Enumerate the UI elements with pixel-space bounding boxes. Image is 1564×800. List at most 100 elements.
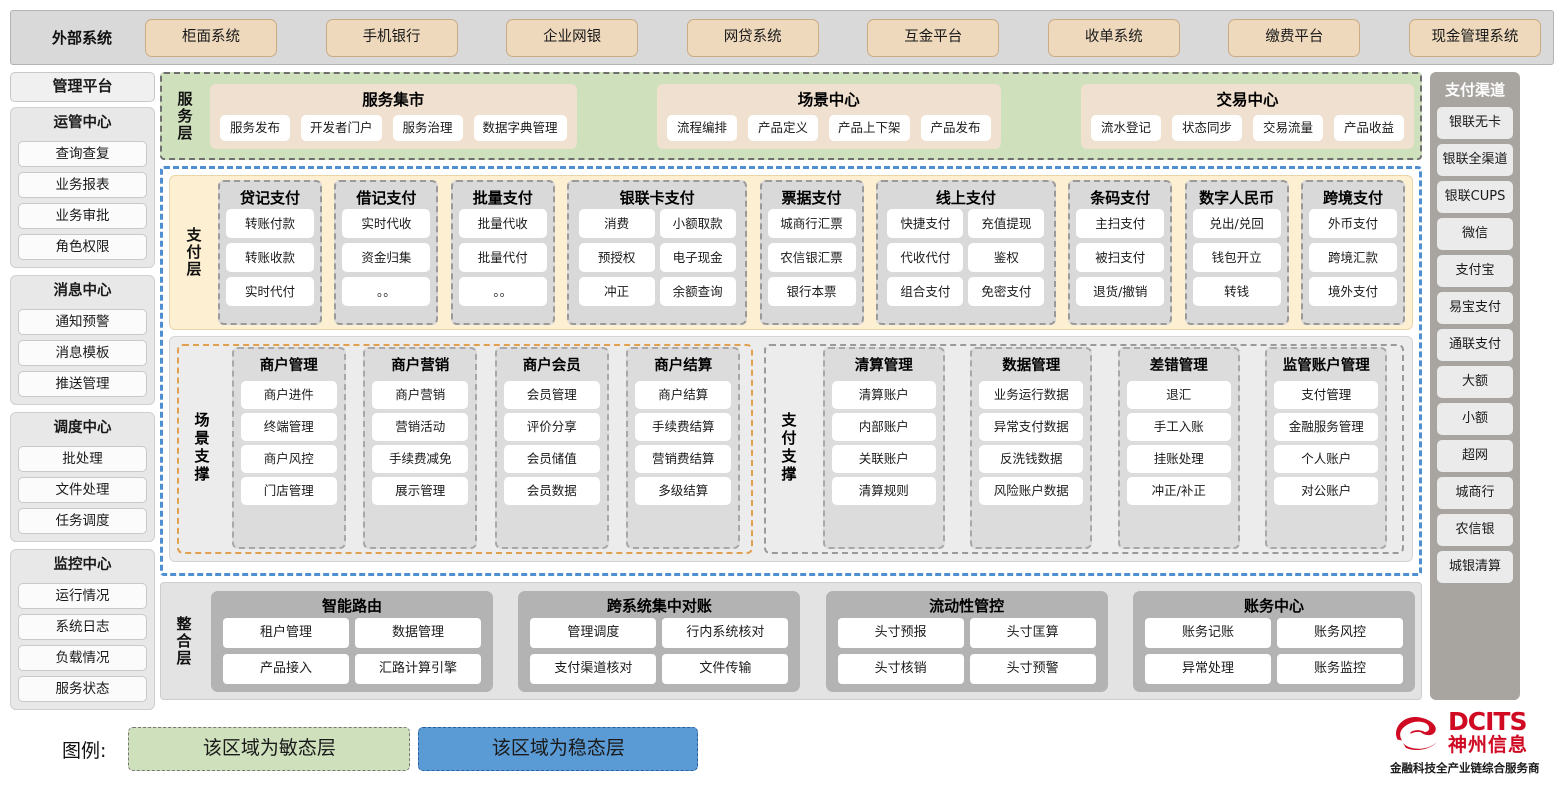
external-system-chip[interactable]: 企业网银: [506, 18, 639, 57]
payment-item[interactable]: 境外支付: [1309, 277, 1397, 306]
payment-channel-item[interactable]: 银联无卡: [1437, 107, 1513, 139]
payment-item[interactable]: 钱包开立: [1192, 243, 1281, 272]
service-item[interactable]: 状态同步: [1171, 114, 1242, 141]
payment-item[interactable]: 批量代收: [458, 209, 547, 238]
payment-item[interactable]: 跨境汇款: [1309, 243, 1397, 272]
external-system-chip[interactable]: 网贷系统: [686, 18, 819, 57]
integration-item[interactable]: 文件传输: [662, 653, 789, 684]
payment-channel-item[interactable]: 农信银: [1437, 514, 1513, 546]
payment-item[interactable]: 鉴权: [968, 243, 1045, 272]
payment-item[interactable]: 组合支付: [887, 277, 964, 306]
integration-item[interactable]: 汇路计算引擎: [355, 653, 481, 684]
integration-item[interactable]: 头寸预警: [969, 653, 1096, 684]
admin-menu-item[interactable]: 角色权限: [18, 234, 147, 260]
support-item[interactable]: 挂账处理: [1126, 445, 1231, 473]
support-item[interactable]: 异常支付数据: [979, 413, 1084, 441]
service-item[interactable]: 流程编排: [667, 114, 737, 141]
payment-item[interactable]: 电子现金: [659, 243, 736, 272]
payment-item[interactable]: 外币支付: [1309, 209, 1397, 238]
support-item[interactable]: 门店管理: [240, 477, 337, 505]
payment-item[interactable]: 批量代付: [458, 243, 547, 272]
support-item[interactable]: 商户进件: [240, 381, 337, 409]
payment-channel-item[interactable]: 支付宝: [1437, 255, 1513, 287]
payment-item[interactable]: 转账付款: [226, 209, 314, 238]
payment-item[interactable]: 被扫支付: [1076, 243, 1165, 272]
admin-menu-item[interactable]: 文件处理: [18, 477, 147, 503]
admin-menu-item[interactable]: 消息模板: [18, 340, 147, 366]
payment-item[interactable]: 免密支付: [968, 277, 1045, 306]
integration-item[interactable]: 产品接入: [223, 653, 349, 684]
external-system-chip[interactable]: 手机银行: [325, 18, 458, 57]
payment-item[interactable]: 退货/撤销: [1076, 277, 1165, 306]
integration-item[interactable]: 行内系统核对: [662, 617, 789, 648]
integration-item[interactable]: 异常处理: [1144, 653, 1271, 684]
support-item[interactable]: 风险账户数据: [979, 477, 1084, 505]
support-item[interactable]: 营销活动: [372, 413, 469, 441]
payment-item[interactable]: 。。: [342, 277, 431, 306]
support-item[interactable]: 会员数据: [503, 477, 600, 505]
admin-menu-item[interactable]: 业务审批: [18, 203, 147, 229]
support-item[interactable]: 反洗钱数据: [979, 445, 1084, 473]
payment-item[interactable]: 转账收款: [226, 243, 314, 272]
payment-channel-item[interactable]: 城银清算: [1437, 551, 1513, 583]
payment-channel-item[interactable]: 银联CUPS: [1437, 181, 1513, 213]
support-item[interactable]: 内部账户: [831, 413, 936, 441]
support-item[interactable]: 个人账户: [1274, 445, 1379, 473]
payment-item[interactable]: 代收代付: [887, 243, 964, 272]
service-item[interactable]: 服务治理: [392, 114, 463, 141]
support-item[interactable]: 会员管理: [503, 381, 600, 409]
payment-channel-item[interactable]: 城商行: [1437, 477, 1513, 509]
support-item[interactable]: 评价分享: [503, 413, 600, 441]
integration-item[interactable]: 账务监控: [1276, 653, 1403, 684]
service-item[interactable]: 产品发布: [920, 114, 991, 141]
payment-item[interactable]: 城商行汇票: [767, 209, 856, 238]
integration-item[interactable]: 头寸匡算: [969, 617, 1096, 648]
external-system-chip[interactable]: 互金平台: [867, 18, 1000, 57]
payment-channel-item[interactable]: 小额: [1437, 403, 1513, 435]
support-item[interactable]: 展示管理: [372, 477, 469, 505]
admin-menu-item[interactable]: 推送管理: [18, 371, 147, 397]
support-item[interactable]: 商户结算: [635, 381, 732, 409]
payment-channel-item[interactable]: 微信: [1437, 218, 1513, 250]
integration-item[interactable]: 头寸核销: [837, 653, 964, 684]
support-item[interactable]: 业务运行数据: [979, 381, 1084, 409]
integration-item[interactable]: 管理调度: [530, 617, 657, 648]
payment-channel-item[interactable]: 通联支付: [1437, 329, 1513, 361]
support-item[interactable]: 手续费结算: [635, 413, 732, 441]
external-system-chip[interactable]: 现金管理系统: [1408, 18, 1541, 57]
payment-item[interactable]: 。。: [458, 277, 547, 306]
admin-menu-item[interactable]: 服务状态: [18, 676, 147, 702]
payment-channel-item[interactable]: 大额: [1437, 366, 1513, 398]
support-item[interactable]: 清算账户: [831, 381, 936, 409]
service-item[interactable]: 交易流量: [1252, 114, 1323, 141]
service-item[interactable]: 数据字典管理: [473, 114, 567, 141]
admin-menu-item[interactable]: 负载情况: [18, 645, 147, 671]
payment-item[interactable]: 小额取款: [659, 209, 736, 238]
payment-item[interactable]: 充值提现: [968, 209, 1045, 238]
admin-menu-item[interactable]: 运行情况: [18, 583, 147, 609]
support-item[interactable]: 终端管理: [240, 413, 337, 441]
payment-channel-item[interactable]: 银联全渠道: [1437, 144, 1513, 176]
support-item[interactable]: 商户风控: [240, 445, 337, 473]
payment-channel-item[interactable]: 易宝支付: [1437, 292, 1513, 324]
integration-item[interactable]: 租户管理: [223, 617, 349, 648]
external-system-chip[interactable]: 收单系统: [1047, 18, 1180, 57]
payment-item[interactable]: 余额查询: [659, 277, 736, 306]
external-system-chip[interactable]: 柜面系统: [145, 18, 277, 57]
payment-item[interactable]: 冲正: [578, 277, 655, 306]
payment-item[interactable]: 消费: [578, 209, 655, 238]
integration-item[interactable]: 账务记账: [1144, 617, 1271, 648]
admin-menu-item[interactable]: 批处理: [18, 446, 147, 472]
service-item[interactable]: 流水登记: [1090, 114, 1161, 141]
service-item[interactable]: 开发者门户: [301, 114, 382, 141]
support-item[interactable]: 营销费结算: [635, 445, 732, 473]
integration-item[interactable]: 支付渠道核对: [530, 653, 657, 684]
admin-menu-item[interactable]: 任务调度: [18, 508, 147, 534]
support-item[interactable]: 商户营销: [372, 381, 469, 409]
admin-menu-item[interactable]: 业务报表: [18, 172, 147, 198]
payment-item[interactable]: 快捷支付: [887, 209, 964, 238]
service-item[interactable]: 产品上下架: [829, 114, 910, 141]
support-item[interactable]: 金融服务管理: [1274, 413, 1379, 441]
admin-menu-item[interactable]: 系统日志: [18, 614, 147, 640]
service-item[interactable]: 产品收益: [1333, 114, 1404, 141]
